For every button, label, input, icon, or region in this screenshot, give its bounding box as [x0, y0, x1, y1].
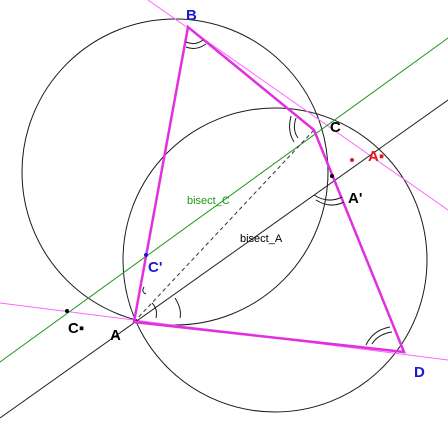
- point-c-star: [65, 309, 69, 313]
- bisector-c-line: [0, 37, 448, 363]
- angle-marks: [142, 39, 393, 346]
- label-b: B: [186, 7, 197, 24]
- bisector-a-line: [0, 99, 448, 419]
- label-d: D: [414, 364, 425, 381]
- label-bisect-a: bisect_A: [240, 233, 283, 245]
- diagonal-ac-dashed: [133, 129, 315, 323]
- label-a: A: [110, 327, 121, 344]
- circle-abc: [21, 18, 329, 326]
- point-c-prime: [144, 253, 148, 257]
- point-a-star: [350, 158, 354, 162]
- circle-acd: [122, 107, 428, 413]
- quadrilateral-abcd: [132, 24, 406, 354]
- label-c: C: [330, 119, 341, 136]
- label-c-star: C▪: [68, 320, 84, 337]
- point-a-prime: [330, 174, 334, 178]
- label-a-star: A▪: [368, 148, 384, 165]
- label-bisect-c: bisect_C: [187, 195, 230, 207]
- label-a-prime: A': [348, 190, 362, 207]
- label-c-prime: C': [148, 259, 162, 276]
